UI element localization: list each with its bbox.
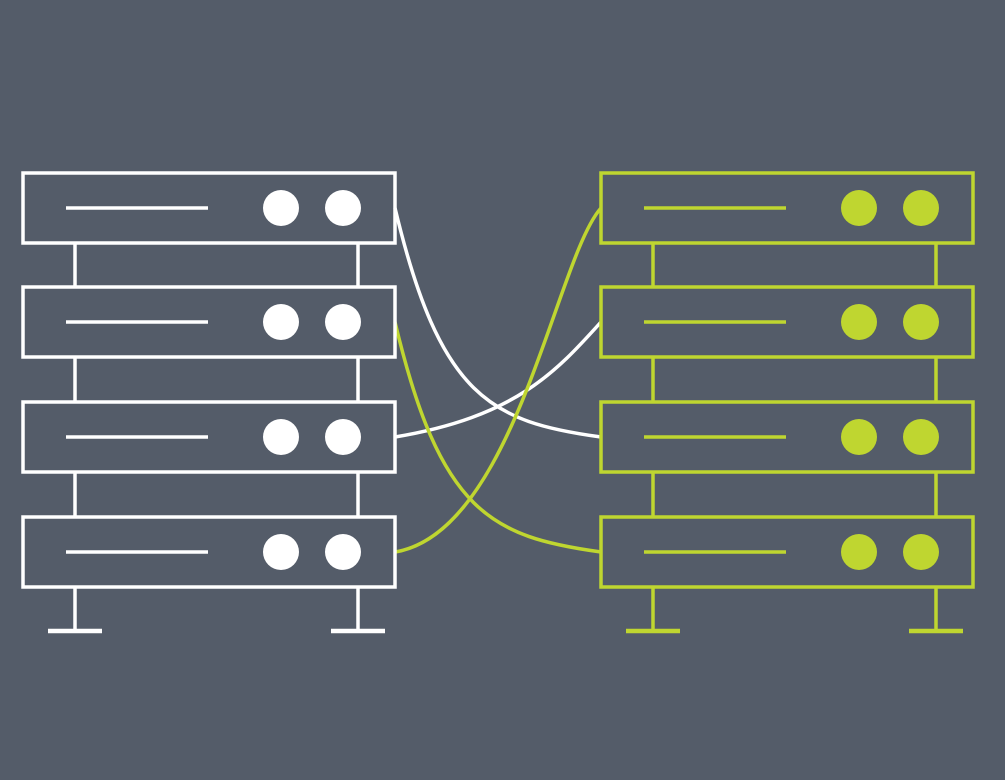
status-led-icon [841,534,877,570]
server-unit-frame [21,400,397,474]
server-unit-frame [599,400,975,474]
racks [21,171,975,634]
status-led-icon [903,190,939,226]
status-led-icon [325,304,361,340]
server-unit-right-3 [599,400,975,474]
server-unit-right-2 [599,285,975,359]
server-unit-frame [21,171,397,245]
status-led-icon [263,190,299,226]
rack-left [21,171,397,634]
status-led-icon [903,419,939,455]
server-unit-frame [599,171,975,245]
server-unit-frame [21,285,397,359]
status-led-icon [263,304,299,340]
connection-cable [394,206,603,554]
status-led-icon [263,534,299,570]
server-unit-left-4 [21,515,397,589]
status-led-icon [841,190,877,226]
status-led-icon [841,304,877,340]
server-unit-frame [599,285,975,359]
status-led-icon [325,190,361,226]
connection-cable [393,207,602,439]
server-unit-right-4 [599,515,975,589]
status-led-icon [325,534,361,570]
server-unit-left-3 [21,400,397,474]
connection-cable [393,321,602,554]
connections [393,206,603,554]
server-unit-right-1 [599,171,975,245]
status-led-icon [903,304,939,340]
status-led-icon [263,419,299,455]
server-unit-frame [21,515,397,589]
server-unit-left-1 [21,171,397,245]
server-unit-frame [599,515,975,589]
status-led-icon [903,534,939,570]
status-led-icon [325,419,361,455]
status-led-icon [841,419,877,455]
server-unit-left-2 [21,285,397,359]
rack-right [599,171,975,634]
